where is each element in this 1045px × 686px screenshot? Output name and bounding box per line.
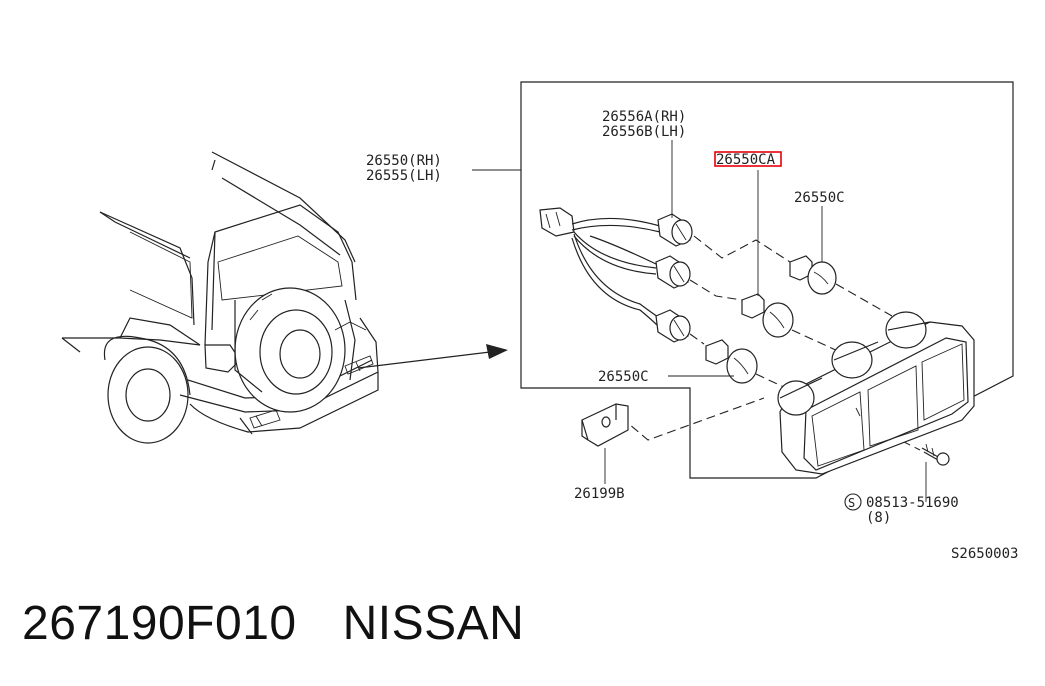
label-bracket: 26199B <box>574 486 625 502</box>
leader-lines <box>472 140 927 502</box>
label-bulb-a: 26550CA <box>716 152 776 168</box>
part-caption: 267190F010 NISSAN <box>22 596 524 651</box>
bulb-bottom <box>705 339 758 384</box>
part-number: 267190F010 <box>22 597 297 650</box>
diagram-code: S2650003 <box>951 546 1018 562</box>
bulb-middle <box>741 293 794 338</box>
screw-symbol: S <box>848 496 855 510</box>
label-bulb-c-bottom: 26550C <box>598 369 649 385</box>
label-socket-lh: 26556B(LH) <box>602 124 686 140</box>
label-lamp-rh: 26550(RH) <box>366 153 442 169</box>
wiring-harness <box>539 207 661 327</box>
brand-name: NISSAN <box>342 597 525 650</box>
screw-part <box>921 443 950 466</box>
label-socket-rh: 26556A(RH) <box>602 109 686 125</box>
bulb-socket-top <box>657 213 693 247</box>
parts-box <box>520 81 1014 479</box>
rear-combination-lamp <box>777 311 975 475</box>
label-bulb-c-top: 26550C <box>794 190 845 206</box>
screw-symbol-circle <box>844 493 862 511</box>
bulb-socket-bottom <box>655 309 691 343</box>
vehicle-rear-illustration <box>61 151 508 444</box>
bulb-socket-middle <box>655 255 691 289</box>
label-screw-qty: (8) <box>866 510 891 526</box>
bracket-part <box>581 403 629 447</box>
bulb-top-right <box>789 255 837 295</box>
label-screw: 08513-51690 <box>866 495 959 511</box>
label-lamp-lh: 26555(LH) <box>366 168 442 184</box>
highlight-box <box>714 151 782 167</box>
